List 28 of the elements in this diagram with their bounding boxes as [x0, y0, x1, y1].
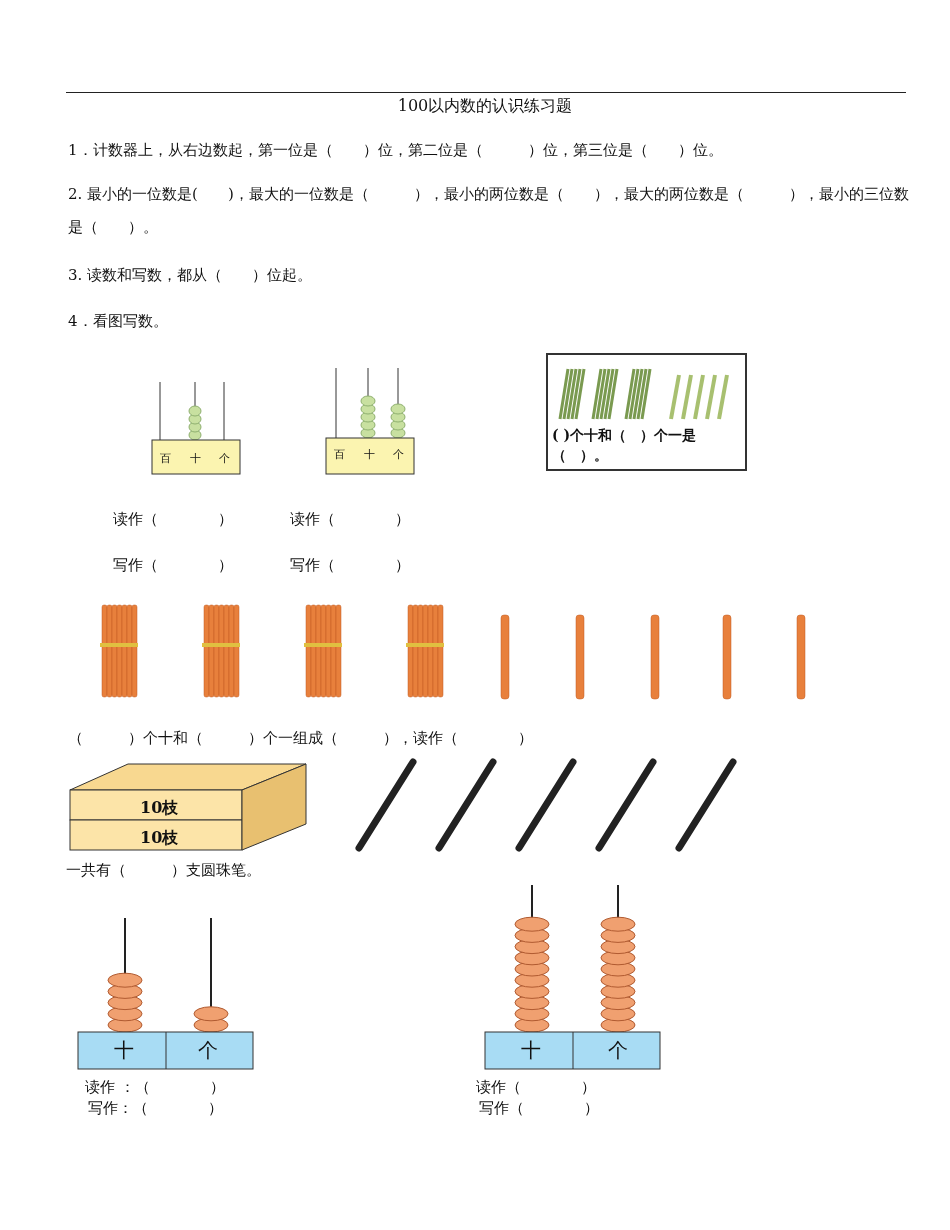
place-label: 个 [219, 452, 230, 466]
answer-prompt: （ ）个十和（ ）个一组成（ ），读作（ ） [68, 729, 533, 747]
question-text: 4．看图写数。 [68, 312, 168, 330]
place-label: 个 [608, 1038, 628, 1062]
place-label: 十 [364, 448, 375, 462]
answer-prompt: 读作 ：（ ） [85, 1078, 225, 1096]
box-label: 10枝 [140, 828, 179, 848]
place-label: 百 [160, 452, 171, 466]
card-text: ( )个十和（ ）个一是（ ）。 [552, 426, 698, 465]
place-label: 百 [334, 448, 345, 462]
answer-prompt: 读作（ ） [476, 1078, 596, 1096]
answer-prompt: 一共有（ ）支圆珠笔。 [66, 861, 261, 879]
answer-prompt: 写作（ ） [290, 556, 410, 574]
box-label: 10枝 [140, 798, 179, 818]
place-label: 十 [521, 1038, 541, 1062]
question-text: 1．计数器上，从右边数起，第一位是（ ）位，第二位是（ ）位，第三位是（ ）位。 [68, 141, 723, 159]
answer-prompt: 写作：（ ） [88, 1099, 223, 1117]
place-label: 个 [198, 1038, 218, 1062]
answer-prompt: 写作（ ） [479, 1099, 599, 1117]
place-label: 十 [114, 1038, 134, 1062]
place-label: 个 [393, 448, 404, 462]
answer-prompt: 写作（ ） [113, 556, 233, 574]
question-text: 3. 读数和写数，都从（ ）位起。 [68, 266, 313, 284]
answer-prompt: 读作（ ） [290, 510, 410, 528]
place-label: 十 [190, 452, 201, 466]
question-text: 2. 最小的一位数是( )，最大的一位数是（ ），最小的两位数是（ ），最大的两位数是（ ），最小的三位数是（ ）。 [68, 184, 910, 238]
worksheet-title: 100以内数的认识练习题 [396, 96, 574, 116]
answer-prompt: 读作（ ） [113, 510, 233, 528]
